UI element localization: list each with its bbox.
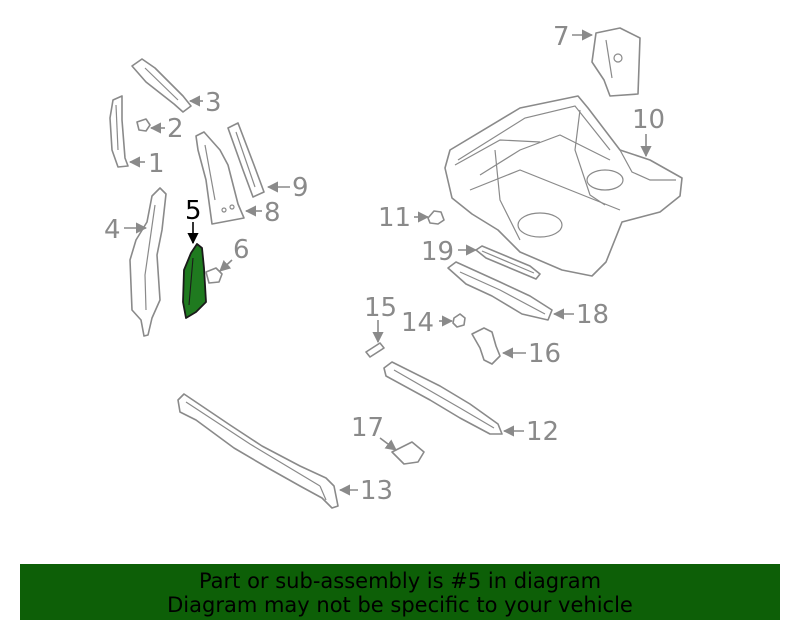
label-16: 16 [528,339,561,369]
part-7-shape [591,27,641,97]
label-10: 10 [632,105,665,135]
label-19: 19 [421,237,454,267]
label-6: 6 [233,235,250,265]
part-14-shape [452,313,466,328]
part-6-shape [205,267,223,284]
label-7: 7 [553,22,570,52]
part-16-shape [471,327,501,365]
label-17: 17 [351,413,384,443]
parts-diagram: 1 2 3 4 5 6 7 8 [104,22,683,509]
part-10-shape [444,95,683,277]
part-4-shape [129,187,167,337]
part-12-shape [383,361,503,435]
part-18-shape [447,261,553,321]
part-13-shape [177,393,339,509]
part-15-shape [365,342,385,358]
part-17-shape [391,441,425,465]
part-5-shape [182,243,207,319]
part-3-shape [131,58,192,113]
part-8-shape [195,131,245,225]
part-5-fill [182,243,207,319]
part-9-shape [227,122,265,198]
label-1: 1 [148,149,165,179]
label-11: 11 [378,203,411,233]
label-8: 8 [264,198,281,228]
leader-17 [379,437,397,451]
label-4: 4 [104,215,121,245]
info-banner: Part or sub-assembly is #5 in diagram Di… [20,564,780,620]
label-2: 2 [167,114,184,144]
label-12: 12 [526,417,559,447]
label-3: 3 [205,88,222,118]
part-1-shape [109,95,129,168]
banner-line-2: Diagram may not be specific to your vehi… [167,593,633,617]
label-15: 15 [364,293,397,323]
label-13: 13 [360,476,393,506]
part-2-shape [136,118,151,132]
label-18: 18 [576,300,609,330]
banner-line-1: Part or sub-assembly is #5 in diagram [198,569,602,593]
leader-6 [219,259,233,272]
label-9: 9 [292,173,309,203]
part-11-shape [427,210,445,225]
label-5: 5 [185,196,202,226]
label-14: 14 [401,308,434,338]
part-19-shape [475,245,541,280]
